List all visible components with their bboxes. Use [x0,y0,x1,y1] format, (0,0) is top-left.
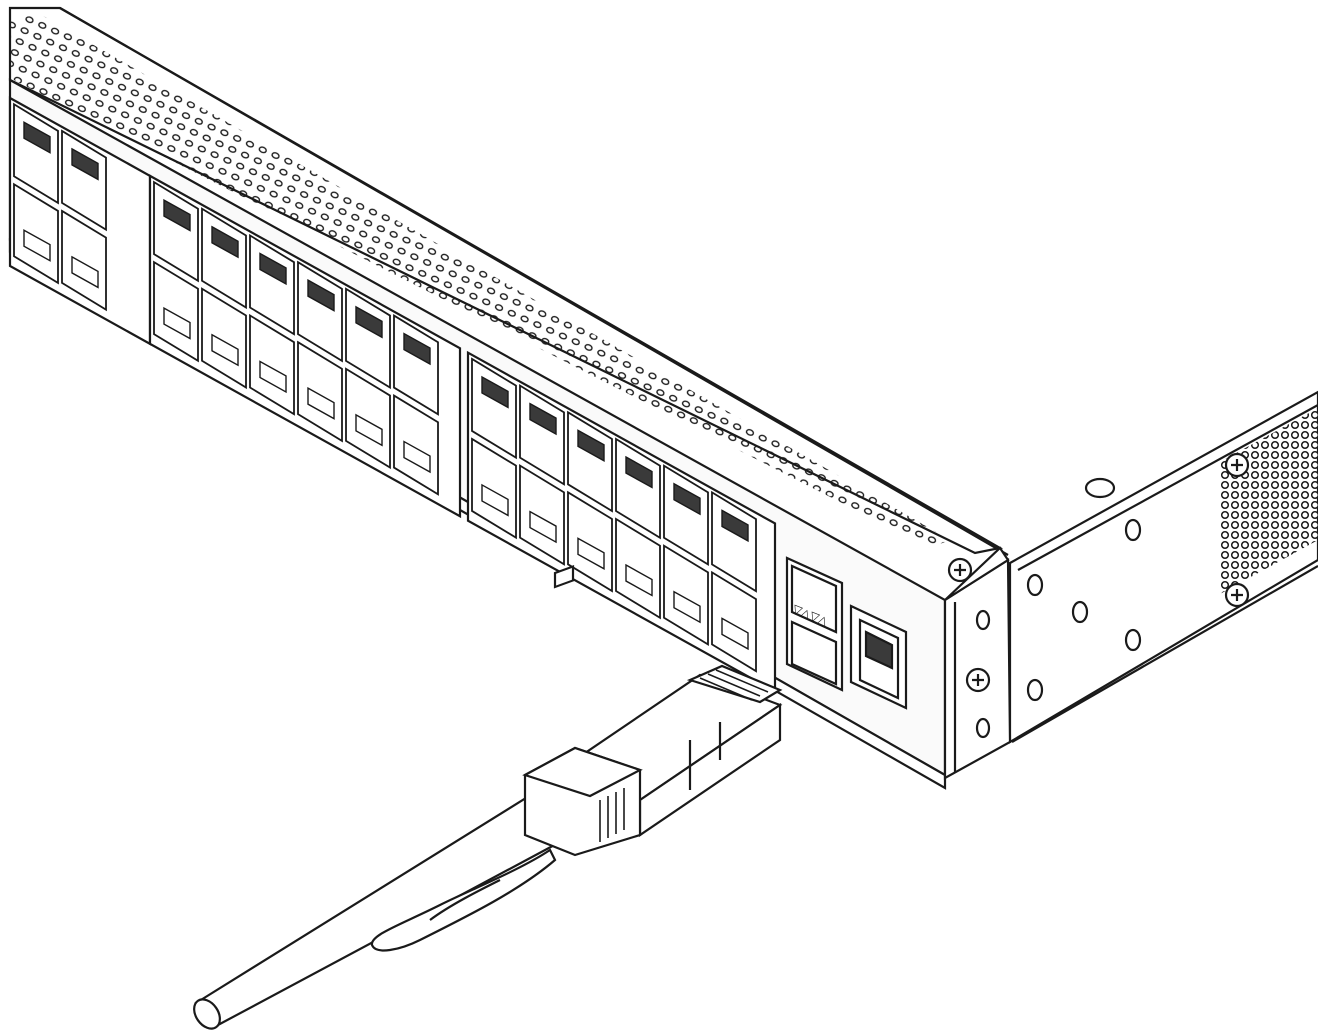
rj45-port-latch [403,440,431,474]
bracket-hole [975,717,991,739]
rj45-port-latch [307,278,335,312]
rj45-port-latch [673,590,701,624]
rj45-port-latch [23,121,51,154]
side-panel-bottom-edge [1011,565,1318,743]
latch-housing-top [522,746,643,798]
rj45-port-latch [625,455,653,489]
bracket-hole [975,609,991,631]
side-screw-hole [1026,573,1044,597]
rj45-port-latch [721,617,749,651]
console-port [849,604,908,710]
sfp-transceiver[interactable] [522,564,783,857]
rj45-port-latch [259,360,287,394]
rj45-port-latch [355,305,383,339]
top-rear-edge [59,7,1009,556]
top-pin-bump [1084,477,1116,499]
phillips-cross [954,564,966,576]
rj45-port-latch [529,510,557,544]
rj45-port-latch [23,229,51,262]
rj45-port-latch [259,252,287,286]
chassis-top-surface [8,6,1009,556]
sfp-slot-upper [790,564,838,634]
corner-bracket-top [944,546,1010,601]
side-screw-hole [1026,678,1044,702]
console-port-contacts [864,630,894,670]
rj45-port-latch [71,147,99,181]
top-perforation-area [10,14,950,548]
rj45-port-latch [481,483,509,517]
side-phillips-screws [1224,452,1250,608]
rj45-port-latch [307,386,335,420]
sfp-cage: ▽△▽△ [785,556,844,692]
side-screw-holes [1026,518,1142,702]
phillips-cross [1231,459,1243,471]
chassis-side-panel [1008,390,1318,744]
latch-release[interactable] [553,564,575,589]
side-screw-hole [1124,628,1142,652]
rj45-port-latch [403,332,431,366]
side-vent-grid [1220,408,1318,594]
rj45-port-latch [211,225,239,259]
phillips-cross [972,674,984,686]
latch-ribs [599,788,625,842]
rj45-port-latch [481,375,509,409]
side-screw-hole [1071,600,1089,624]
rj45-port-latch [211,333,239,367]
pull-tab-slot [429,879,501,921]
rj45-port-latch [673,482,701,516]
module-contact-lines [699,669,769,701]
rj45-port-latch [625,563,653,597]
sfp-slot-lower [790,620,838,686]
side-screw-hole [1124,518,1142,542]
rj45-port-latch [355,413,383,447]
rj45-port-blocks [8,96,777,694]
dac-cable [193,796,562,1030]
cable-end [193,998,221,1030]
rj45-port-latch [577,537,605,570]
rj45-port-latch [163,198,191,232]
cable-body [194,796,562,1027]
rj45-port-latch [529,402,557,436]
rj45-port-latch [577,429,605,462]
bracket-screw-holes [965,609,991,739]
rj45-port-latch [71,255,99,289]
side-panel-top-lip [1017,404,1318,571]
rj45-port-latch [163,306,191,340]
phillips-cross [1231,589,1243,601]
module-contacts [686,664,783,704]
rj45-port-latch [721,509,749,543]
